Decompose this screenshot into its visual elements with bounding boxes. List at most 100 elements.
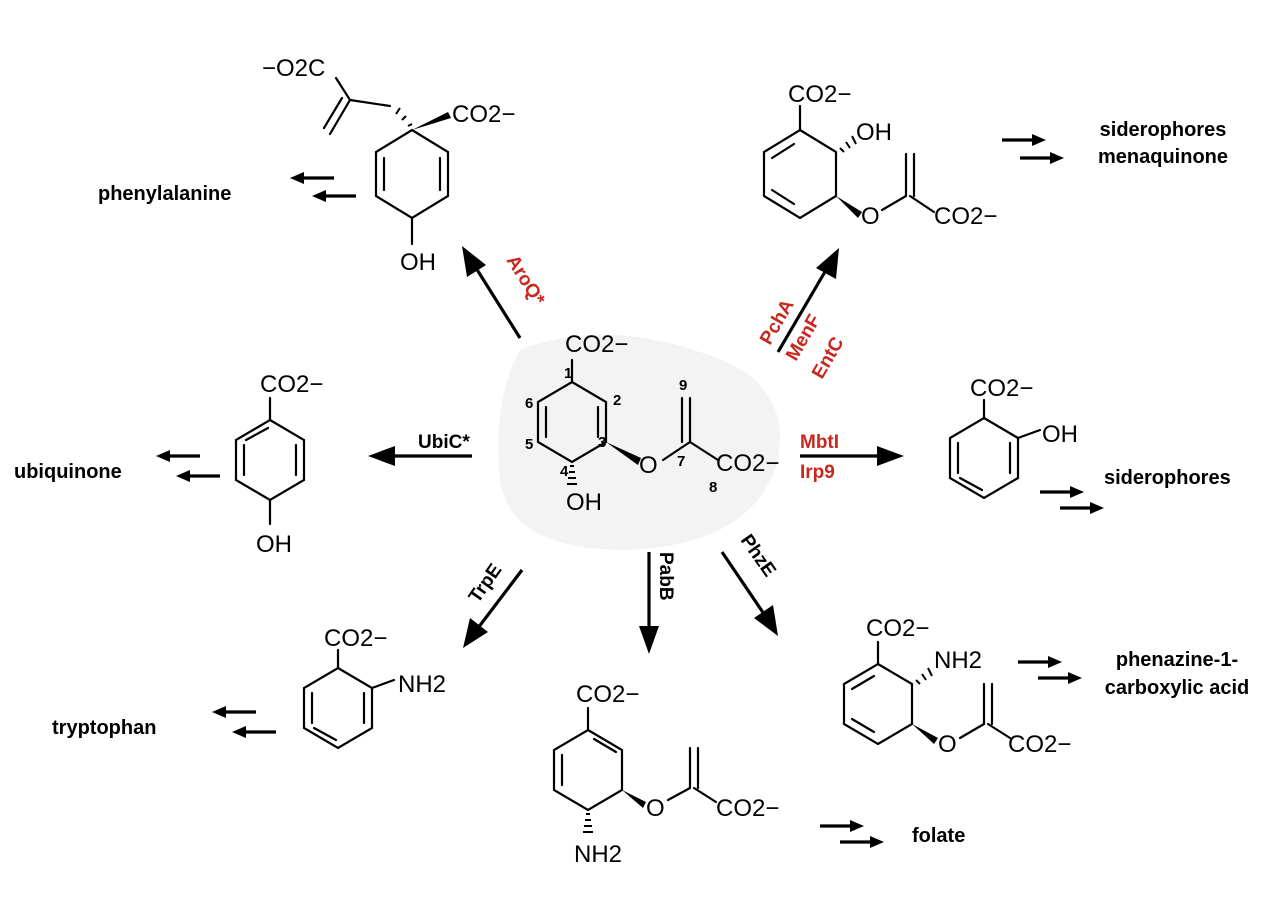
atom-number-9: 9 bbox=[679, 377, 687, 394]
central-enol-carboxylate-label: CO2− bbox=[716, 450, 779, 477]
adic-enol-bond bbox=[986, 722, 1012, 740]
isochorismate-double-top bbox=[770, 142, 796, 160]
isochorismate-hydroxyl: OH bbox=[856, 119, 892, 146]
isochorismate-enol-bond bbox=[908, 194, 936, 214]
salicylate-ring bbox=[948, 416, 1020, 500]
adc-ring bbox=[552, 728, 624, 812]
enzyme-irp9: Irp9 bbox=[800, 462, 835, 483]
central-hydroxyl-label: OH bbox=[566, 489, 602, 516]
prephenate-hydroxyl: OH bbox=[400, 249, 436, 276]
central-ether-bond bbox=[661, 440, 692, 462]
central-highlight-background bbox=[498, 334, 780, 550]
salicylate-structure: CO2− OH bbox=[948, 375, 1078, 500]
phze-arrow bbox=[720, 551, 766, 615]
sid-men-arrowhead-1 bbox=[1032, 134, 1046, 146]
isochorismate-wedge bbox=[836, 196, 862, 218]
central-chorismate: CO2− O CO2− OH 1 2 3 4 5 6 7 8 9 bbox=[498, 331, 780, 550]
adc-carboxylate: CO2− bbox=[576, 681, 639, 708]
ubic-arrowhead bbox=[368, 446, 395, 466]
atom-number-5: 5 bbox=[525, 436, 533, 453]
adic-structure: CO2− NH2 O CO2− bbox=[842, 615, 1071, 758]
enzyme-ubic: UbiC* bbox=[418, 432, 470, 453]
pcha-arrow bbox=[776, 269, 828, 353]
hba-ring bbox=[234, 418, 306, 502]
product-folate: folate bbox=[912, 825, 965, 847]
adic-amine: NH2 bbox=[934, 647, 982, 674]
product-menaquinone: menaquinone bbox=[1098, 146, 1228, 168]
prephenate-wedge bbox=[412, 112, 451, 130]
prephenate-ch2-bond bbox=[348, 98, 392, 108]
fol-arrowhead-1 bbox=[850, 820, 864, 832]
fol-arrowhead-2 bbox=[870, 836, 884, 848]
reaction-arrows bbox=[368, 246, 904, 654]
product-phenylalanine: phenylalanine bbox=[98, 183, 231, 205]
anthranilate-carboxylate: CO2− bbox=[324, 625, 387, 652]
atom-number-1: 1 bbox=[564, 365, 572, 382]
adc-ether: O bbox=[646, 795, 665, 822]
enzyme-pabb: PabB bbox=[655, 552, 676, 601]
adc-double-1 bbox=[592, 737, 618, 754]
salicylate-hydroxyl: OH bbox=[1042, 421, 1078, 448]
trp-arrowhead-1 bbox=[212, 706, 226, 718]
adic-hashed bbox=[915, 667, 933, 685]
atom-number-6: 6 bbox=[525, 395, 533, 412]
sid-arrowhead-1 bbox=[1070, 486, 1084, 498]
isochorismate-double-bottom bbox=[770, 188, 796, 206]
sid-arrowhead-2 bbox=[1090, 502, 1104, 514]
adic-double-1 bbox=[850, 674, 876, 691]
mbti-arrowhead bbox=[877, 446, 904, 466]
central-wedge-bond bbox=[606, 442, 641, 465]
central-ether-oxygen: O bbox=[639, 452, 658, 479]
atom-number-4: 4 bbox=[560, 463, 569, 480]
isochorismate-ether-bond bbox=[880, 194, 908, 212]
isochorismate-carboxylate: CO2− bbox=[788, 81, 851, 108]
hba-hydroxyl: OH bbox=[256, 531, 292, 558]
central-hashed-bond bbox=[567, 465, 577, 485]
product-phenazine-line1: phenazine-1- bbox=[1116, 649, 1238, 671]
central-enol-carboxylate-bond bbox=[688, 440, 720, 462]
atom-number-2: 2 bbox=[613, 392, 621, 409]
adic-double-2 bbox=[850, 717, 876, 734]
pabb-arrowhead bbox=[639, 626, 659, 654]
aroq-arrow bbox=[474, 267, 522, 339]
ubi-arrowhead-2 bbox=[176, 470, 190, 482]
phe-arrowhead-1 bbox=[290, 172, 304, 184]
trp-arrowhead-2 bbox=[232, 726, 246, 738]
ubi-arrowhead-1 bbox=[156, 450, 170, 462]
adic-ether-bond bbox=[958, 722, 986, 740]
atom-number-3: 3 bbox=[598, 434, 606, 451]
pcha-arrowhead bbox=[816, 248, 839, 279]
phe-arrowhead-2 bbox=[312, 190, 326, 202]
adic-enol-carboxylate: CO2− bbox=[1008, 731, 1071, 758]
hba-carboxylate: CO2− bbox=[260, 371, 323, 398]
trpe-arrow bbox=[476, 569, 524, 629]
trpe-arrowhead bbox=[463, 618, 488, 648]
anthranilate-amine-bond bbox=[370, 678, 396, 690]
adic-ring bbox=[842, 662, 914, 746]
isochorismate-ring bbox=[762, 128, 838, 220]
enzyme-mbti: MbtI bbox=[800, 432, 839, 453]
isochorismate-ether: O bbox=[861, 203, 880, 230]
hba-double-3 bbox=[244, 426, 270, 442]
phz-arrowhead-1 bbox=[1048, 656, 1062, 668]
isochorismate-hashed bbox=[839, 135, 857, 153]
product-siderophores: siderophores bbox=[1104, 467, 1231, 489]
adic-ether: O bbox=[938, 731, 957, 758]
central-ring bbox=[536, 380, 608, 464]
isochorismate-enol-carboxylate: CO2− bbox=[934, 203, 997, 230]
prephenate-vinyl-down bbox=[328, 98, 352, 136]
salicylate-carboxylate: CO2− bbox=[970, 375, 1033, 402]
anthranilate-double-3 bbox=[312, 726, 338, 742]
hydroxybenzoate-structure: CO2− OH bbox=[234, 371, 323, 558]
prephenate-ring bbox=[374, 128, 450, 220]
product-phenazine-line2: carboxylic acid bbox=[1105, 677, 1250, 699]
prephenate-carboxylate: CO2− bbox=[452, 101, 515, 128]
sid-men-arrowhead-2 bbox=[1050, 152, 1064, 164]
anthranilate-amine: NH2 bbox=[398, 671, 446, 698]
adc-ether-bond bbox=[666, 786, 692, 802]
salicylate-oh-bond bbox=[1016, 428, 1042, 440]
product-tryptophan: tryptophan bbox=[52, 717, 156, 739]
central-carboxylate-label: CO2− bbox=[565, 331, 628, 358]
multistep-arrows bbox=[156, 134, 1104, 848]
atom-number-8: 8 bbox=[709, 479, 717, 496]
